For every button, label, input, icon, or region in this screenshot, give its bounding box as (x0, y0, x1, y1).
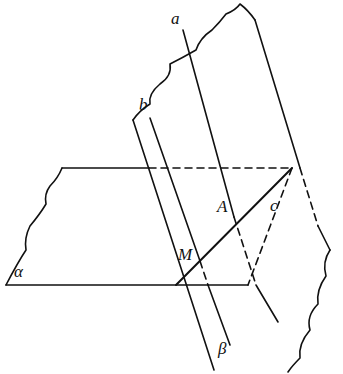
line-c (176, 168, 292, 285)
plane-beta-wavy-edge (288, 250, 330, 372)
plane-beta-edge (318, 226, 330, 250)
point-label: M (178, 246, 192, 263)
plane-label: α (14, 263, 23, 280)
line-label: a (171, 10, 180, 27)
plane-beta-wavy-edge (133, 4, 255, 120)
line-b (208, 285, 230, 345)
line-label: c (270, 197, 278, 214)
line-a (183, 30, 234, 217)
line-label: b (139, 96, 148, 113)
line-a-hidden (234, 217, 256, 285)
point-label: A (217, 198, 227, 215)
plane-beta-edge (255, 20, 300, 168)
plane-alpha-edge (62, 167, 149, 169)
line-b-hidden (200, 261, 208, 285)
line-a (256, 285, 278, 322)
plane-alpha-edge (6, 168, 62, 285)
plane-beta-hidden-edge (300, 168, 318, 226)
plane-alpha-edge (6, 284, 248, 286)
plane-label: β (218, 340, 226, 357)
plane-beta-edge (133, 120, 214, 370)
plane-alpha-hidden-edge (248, 168, 292, 285)
line-b (150, 118, 200, 261)
